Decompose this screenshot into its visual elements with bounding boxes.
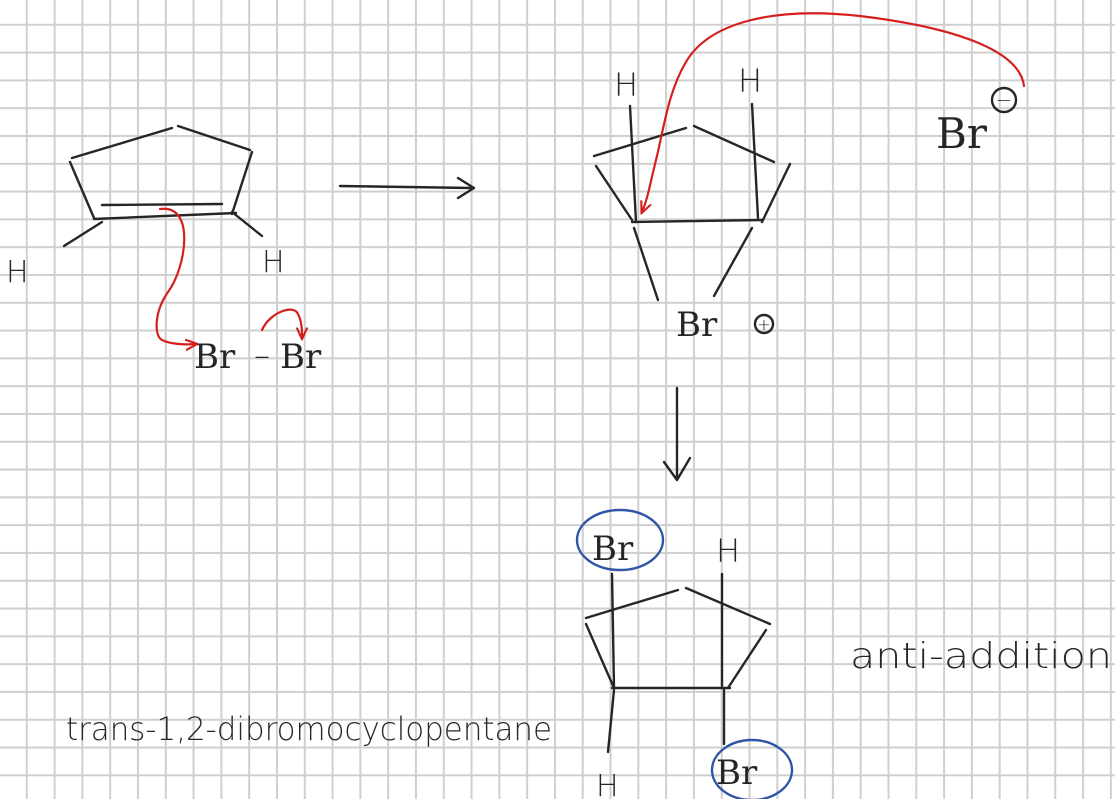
bromine-molecule: Br – Br [194,336,322,377]
charge-circle [753,313,775,335]
ring-bond-right [760,162,792,224]
br-atom-2: Br [280,337,322,377]
positive-charge: + [753,313,775,335]
charge-circle [990,86,1018,114]
product-name-label: trans-1,2-dibromocyclopentane [66,710,552,748]
ring-bond-left [68,160,96,220]
br-top-highlight-circle [575,508,665,572]
bromonium-ring-structure [592,102,792,302]
bond-c1-to-br [632,226,660,302]
ring-bond-top-left [592,126,688,158]
product-br-top: Br [592,529,634,569]
curved-arrow-br-br-bond [260,308,302,338]
product-h-bottom: H [596,769,619,799]
ring-bond-top-right [692,124,776,164]
cyclopentene-structure [62,124,264,248]
br-br-bond: – [254,336,270,374]
bond-to-h-left [628,104,638,224]
bromonium-br: Br [676,305,718,345]
bond-to-h-right [750,102,760,220]
ring-bond-right [726,628,768,690]
bond-to-h-right [230,210,264,238]
double-bond-lower [92,211,238,221]
bond-c2-to-br [712,226,754,298]
product-ring-structure [584,572,772,754]
positive-charge-symbol: + [757,315,770,334]
bromide-ion: Br [936,109,988,158]
br-atom-1: Br [194,337,236,377]
ring-bond-left [594,164,634,222]
ring-bond-bottom [630,218,764,224]
ring-bond-top-left [70,126,174,160]
intermediate-h-right: H [738,62,762,100]
mechanism-label: anti-addition [850,636,1112,677]
reactant-h-right: H [262,245,285,280]
product-h-top: H [716,532,740,570]
br-bottom-highlight-circle [710,738,794,799]
ring-bond-top-left [584,588,680,620]
reactant-h-left: H [6,255,29,290]
ring-bond-top-right [684,586,772,626]
bond-to-br-top [610,572,616,690]
ring-bond-left [584,622,616,690]
bond-to-h-bottom [606,688,616,754]
reaction-arrow-right [338,176,476,200]
ring-bond-top-right [176,124,252,152]
negative-charge: − [990,86,1018,114]
bond-to-h-left [62,220,104,248]
curved-arrow-bromide-attack [642,12,1026,212]
intermediate-h-left: H [614,66,638,104]
negative-charge-symbol: − [996,88,1013,112]
ring-bond-right [230,150,254,216]
product-br-bottom: Br [716,753,758,793]
curved-arrow-pi-to-br [155,207,196,345]
reaction-arrow-down [662,386,692,482]
double-bond-upper [100,202,224,207]
